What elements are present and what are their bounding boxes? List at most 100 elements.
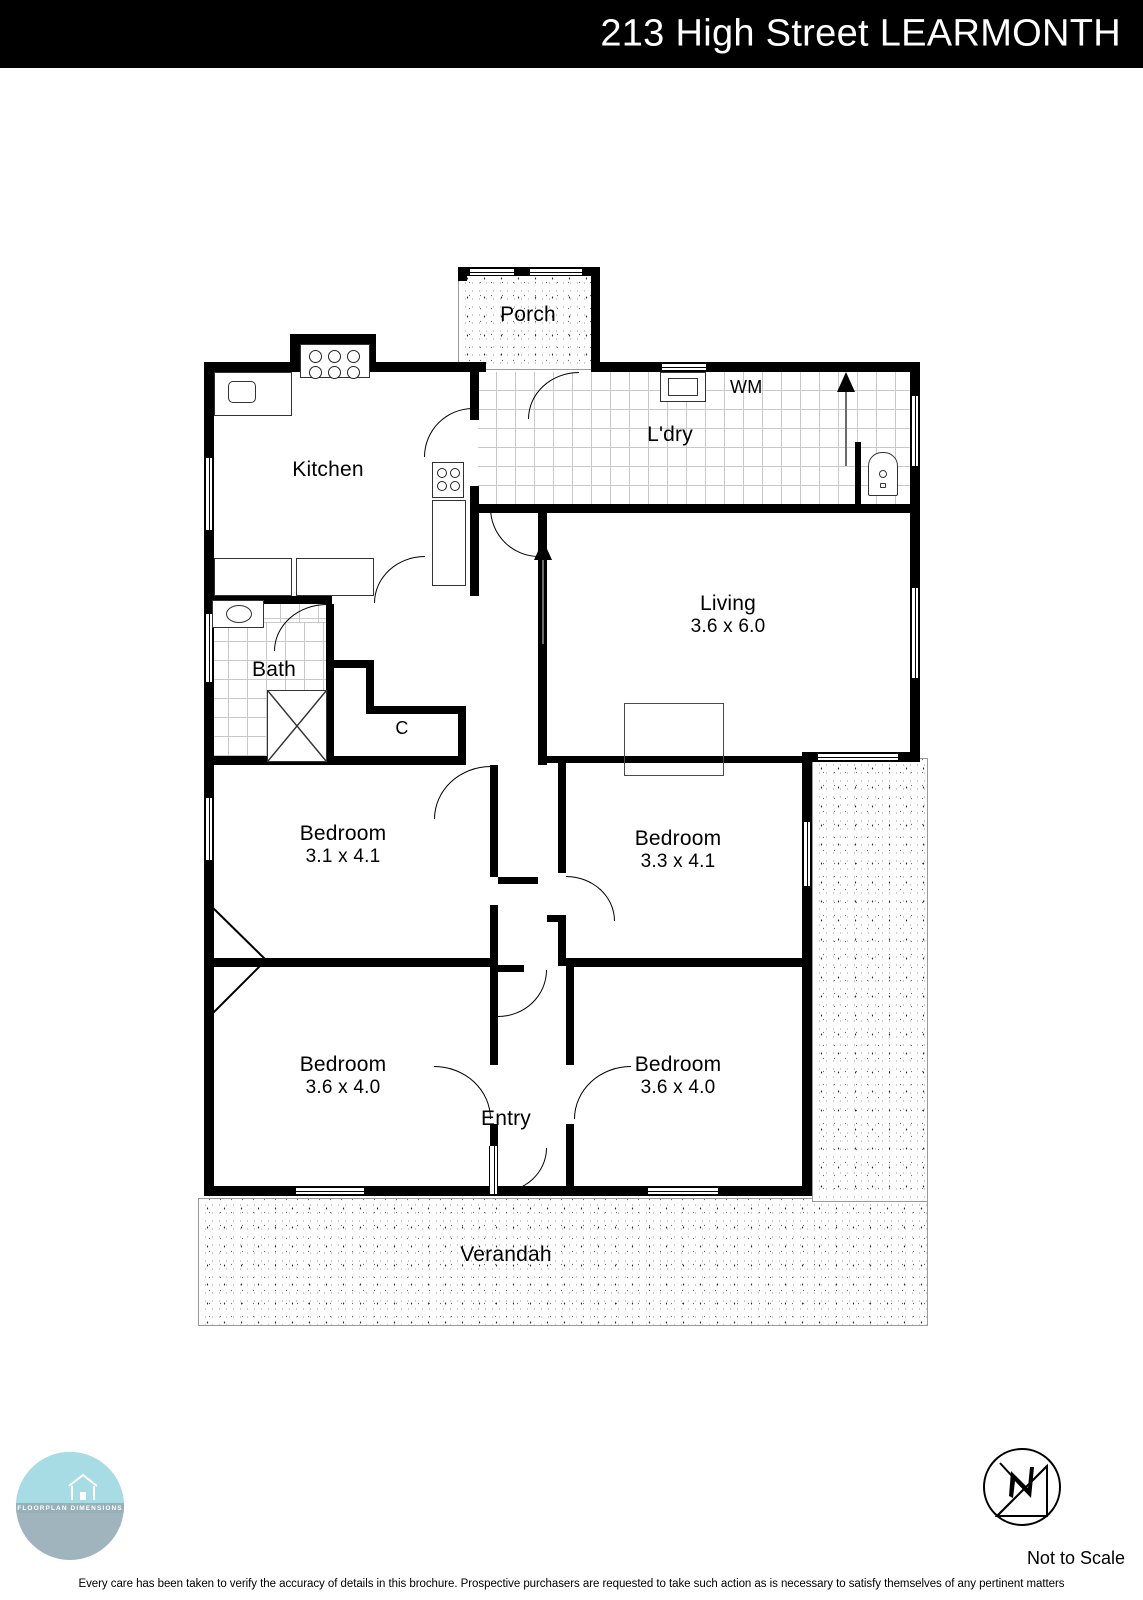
wall-kitchen-laundry-upper bbox=[470, 372, 479, 420]
room-name-living: Living bbox=[699, 592, 757, 615]
front-door-leaf bbox=[489, 1146, 498, 1194]
room-name-bath: Bath bbox=[252, 658, 296, 681]
wall-kitchen-bath bbox=[214, 596, 332, 604]
wall-living-bed2 bbox=[547, 756, 812, 763]
floor-plan-canvas: WM Porch Kitchen L'dry Liv bbox=[198, 267, 928, 1326]
wall-cupboard-top bbox=[326, 660, 374, 668]
room-dim-living: 3.6 x 6.0 bbox=[690, 615, 766, 637]
burner-5 bbox=[328, 366, 341, 379]
disclaimer-text: Every care has been taken to verify the … bbox=[78, 1578, 1065, 1590]
wall-hall-left-lower bbox=[490, 967, 498, 1065]
wall-laundry-toilet bbox=[855, 442, 861, 506]
exterior-wall-top-left bbox=[204, 362, 290, 372]
wall-bed1-bed3 bbox=[204, 958, 498, 967]
stove-burner-4 bbox=[450, 481, 460, 491]
wall-cupboard-end bbox=[458, 706, 466, 764]
room-label-kitchen: Kitchen bbox=[292, 458, 363, 482]
kitchen-pantry bbox=[432, 500, 466, 586]
room-label-bed3: Bedroom 3.6 x 4.0 bbox=[300, 1053, 387, 1098]
room-label-porch: Porch bbox=[500, 303, 556, 327]
burner-1 bbox=[309, 350, 322, 363]
burner-2 bbox=[328, 350, 341, 363]
toilet-cistern bbox=[880, 483, 886, 488]
laundry-arrow-head-icon bbox=[837, 372, 855, 392]
room-name-bed2: Bedroom bbox=[634, 827, 722, 850]
porch-window-a bbox=[470, 268, 514, 276]
door-kitchen-to-hall bbox=[490, 508, 539, 557]
bed2-window-right bbox=[803, 822, 811, 886]
living-window-jog bbox=[818, 753, 898, 761]
room-label-living: Living 3.6 x 6.0 bbox=[691, 592, 766, 637]
kitchen-stove-small bbox=[432, 462, 464, 498]
room-dim-bed1: 3.1 x 4.1 bbox=[305, 845, 381, 867]
wall-kitchen-laundry-lower bbox=[470, 486, 479, 596]
exterior-wall-top-mid bbox=[376, 362, 486, 372]
kitchen-window-left bbox=[205, 458, 213, 530]
kitchen-bumpout-top bbox=[290, 334, 376, 344]
door-bed4 bbox=[574, 1066, 631, 1119]
bed4-window-bottom bbox=[648, 1187, 718, 1195]
verandah-side-area bbox=[812, 758, 928, 1202]
toilet-bowl bbox=[879, 470, 887, 478]
kitchen-bumpout-right bbox=[366, 334, 376, 372]
wall-bed1-right bbox=[490, 765, 498, 877]
logo-band bbox=[16, 1503, 124, 1513]
logo-circle: FLOORPLAN DIMENSIONS bbox=[16, 1452, 124, 1560]
room-name-porch: Porch bbox=[500, 303, 556, 326]
verandah-area bbox=[198, 1198, 928, 1326]
scale-note: Not to Scale bbox=[1026, 1548, 1125, 1568]
wall-bed2-bed4 bbox=[566, 958, 812, 967]
room-label-bed1: Bedroom 3.1 x 4.1 bbox=[300, 822, 387, 867]
washing-machine-inner bbox=[668, 378, 698, 396]
built-in-robe bbox=[624, 703, 724, 776]
stove-burner-2 bbox=[450, 468, 460, 478]
laundry-window-top bbox=[662, 363, 706, 371]
exterior-wall-right bbox=[910, 362, 920, 762]
hall-arrow-head-icon bbox=[534, 540, 552, 560]
door-bed1 bbox=[434, 766, 491, 819]
room-label-bath: Bath bbox=[252, 658, 296, 682]
room-name-laundry: L'dry bbox=[647, 423, 693, 446]
bay-window-icon bbox=[210, 905, 267, 1016]
room-name-verandah: Verandah bbox=[460, 1243, 552, 1266]
wall-hall-right-lower bbox=[566, 967, 574, 1065]
room-label-bed2: Bedroom 3.3 x 4.1 bbox=[635, 827, 722, 872]
bath-basin bbox=[226, 605, 252, 623]
company-logo: FLOORPLAN DIMENSIONS bbox=[16, 1452, 124, 1560]
room-dim-bed3: 3.6 x 4.0 bbox=[305, 1076, 381, 1098]
hall-arrow-shaft bbox=[542, 548, 544, 644]
room-dim-bed4: 3.6 x 4.0 bbox=[640, 1076, 716, 1098]
stove-burner-3 bbox=[437, 481, 447, 491]
room-label-bed4: Bedroom 3.6 x 4.0 bbox=[635, 1053, 722, 1098]
kitchen-bench-bottom-b bbox=[296, 558, 374, 596]
laundry-window-right bbox=[911, 396, 919, 466]
room-name-entry: Entry bbox=[480, 1107, 532, 1130]
wall-bed2-left bbox=[558, 763, 566, 873]
room-name-bed1: Bedroom bbox=[299, 822, 387, 845]
wall-hall-right-bottom bbox=[566, 1124, 574, 1186]
room-name-bed4: Bedroom bbox=[634, 1053, 722, 1076]
living-window-right bbox=[911, 588, 919, 678]
exterior-wall-left bbox=[204, 362, 214, 1196]
wall-bath-right bbox=[326, 604, 334, 764]
cupboard-label: C bbox=[395, 718, 409, 738]
wall-bed1-right-lower bbox=[490, 905, 498, 965]
house-icon bbox=[68, 1473, 98, 1500]
bath-window-left bbox=[205, 614, 213, 682]
porch-wall-top bbox=[458, 267, 600, 276]
laundry-arrow-shaft bbox=[845, 378, 847, 466]
burner-4 bbox=[309, 366, 322, 379]
door-hall-to-entry bbox=[498, 970, 547, 1017]
logo-upper-half bbox=[16, 1452, 124, 1507]
shower-cross-icon bbox=[267, 690, 327, 762]
room-name-bed3: Bedroom bbox=[299, 1053, 387, 1076]
door-bed2 bbox=[566, 876, 615, 921]
porch-wall-right bbox=[591, 267, 600, 371]
door-kitchen-to-bath-hall bbox=[374, 556, 425, 603]
kitchen-bumpout-left bbox=[290, 334, 300, 372]
burner-6 bbox=[347, 366, 360, 379]
exterior-wall-top-right bbox=[591, 362, 920, 372]
wm-label: WM bbox=[730, 377, 763, 397]
wall-hall-jog-c bbox=[498, 965, 524, 972]
room-dim-bed2: 3.3 x 4.1 bbox=[640, 850, 716, 872]
